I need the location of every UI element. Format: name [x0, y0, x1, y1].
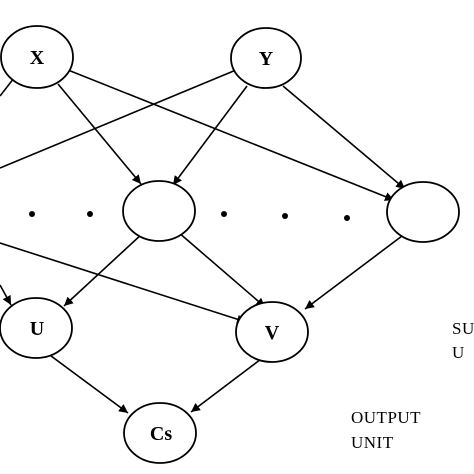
edge-left-v — [0, 242, 247, 324]
ellipsis-dot — [344, 215, 350, 221]
node-u — [0, 297, 73, 359]
edge-y-h1 — [172, 85, 248, 186]
edge-h1-v — [177, 231, 266, 308]
edge-x-left — [0, 77, 15, 97]
node-x — [0, 25, 74, 89]
edge-left-u — [0, 284, 12, 306]
ellipsis-dot — [221, 211, 227, 217]
output-unit-label-line1: OUTPUT — [351, 408, 421, 427]
node-x-label: X — [30, 47, 45, 69]
edge-u-cs — [42, 349, 129, 414]
node-v — [235, 301, 309, 363]
ellipsis-dot — [87, 211, 93, 217]
summation-label-line2: U — [452, 343, 465, 362]
summation-label-line1: SU — [452, 319, 474, 338]
node-cs-label: Cs — [150, 423, 172, 445]
edge-x-h2 — [67, 69, 395, 201]
ellipsis-dot — [29, 211, 35, 217]
node-hidden-2 — [386, 181, 460, 243]
edge-h1-u — [63, 232, 144, 307]
ellipsis-dot — [282, 213, 288, 219]
node-y-label: Y — [259, 48, 274, 70]
node-y — [230, 27, 302, 89]
node-u-label: U — [30, 318, 44, 340]
edge-x-h1 — [57, 83, 142, 185]
edge-h2-v — [304, 235, 403, 310]
output-unit-label-line2: UNIT — [351, 433, 394, 452]
node-v-label: V — [265, 322, 280, 344]
edge-v-cs — [190, 355, 266, 413]
edge-y-h2 — [282, 85, 406, 190]
node-hidden-1 — [122, 180, 196, 242]
node-cs — [123, 402, 197, 464]
edge-y-left — [0, 69, 237, 169]
